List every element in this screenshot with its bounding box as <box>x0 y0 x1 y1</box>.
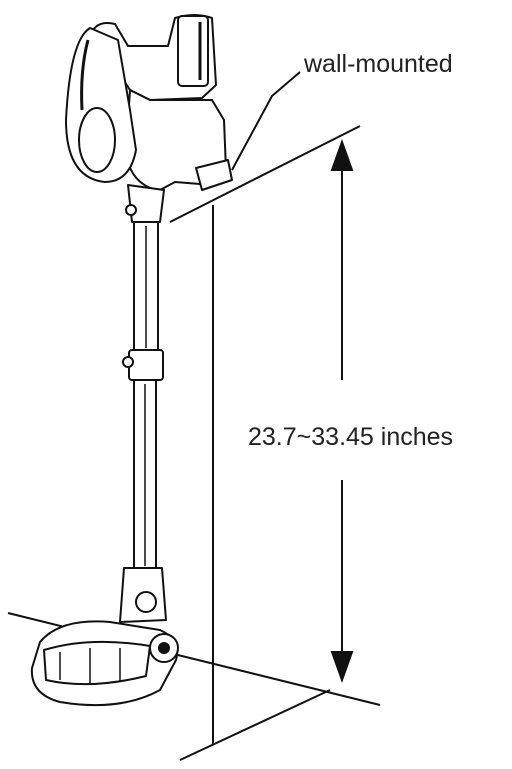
wall-mount-leader-line <box>232 72 300 170</box>
vacuum-top-panel <box>178 16 208 86</box>
vacuum-neck <box>128 185 164 222</box>
vacuum-wheel-hub <box>159 643 169 653</box>
dimension-arrow <box>332 142 352 680</box>
wall-mounted-label: wall-mounted <box>304 52 453 77</box>
dimension-arrow-top-head <box>332 142 352 170</box>
height-range-label: 23.7~33.45 inches <box>248 423 453 452</box>
vacuum-battery-window <box>79 108 115 172</box>
floor-wall-edge <box>180 690 330 760</box>
dimension-arrow-bottom-head <box>332 652 352 680</box>
vacuum-neck-button <box>126 205 136 215</box>
vacuum-wand-clip-button <box>123 357 133 367</box>
vacuum-wand-clip <box>129 350 163 380</box>
stick-vacuum-illustration <box>32 15 232 705</box>
vacuum-head-joint <box>136 592 156 612</box>
